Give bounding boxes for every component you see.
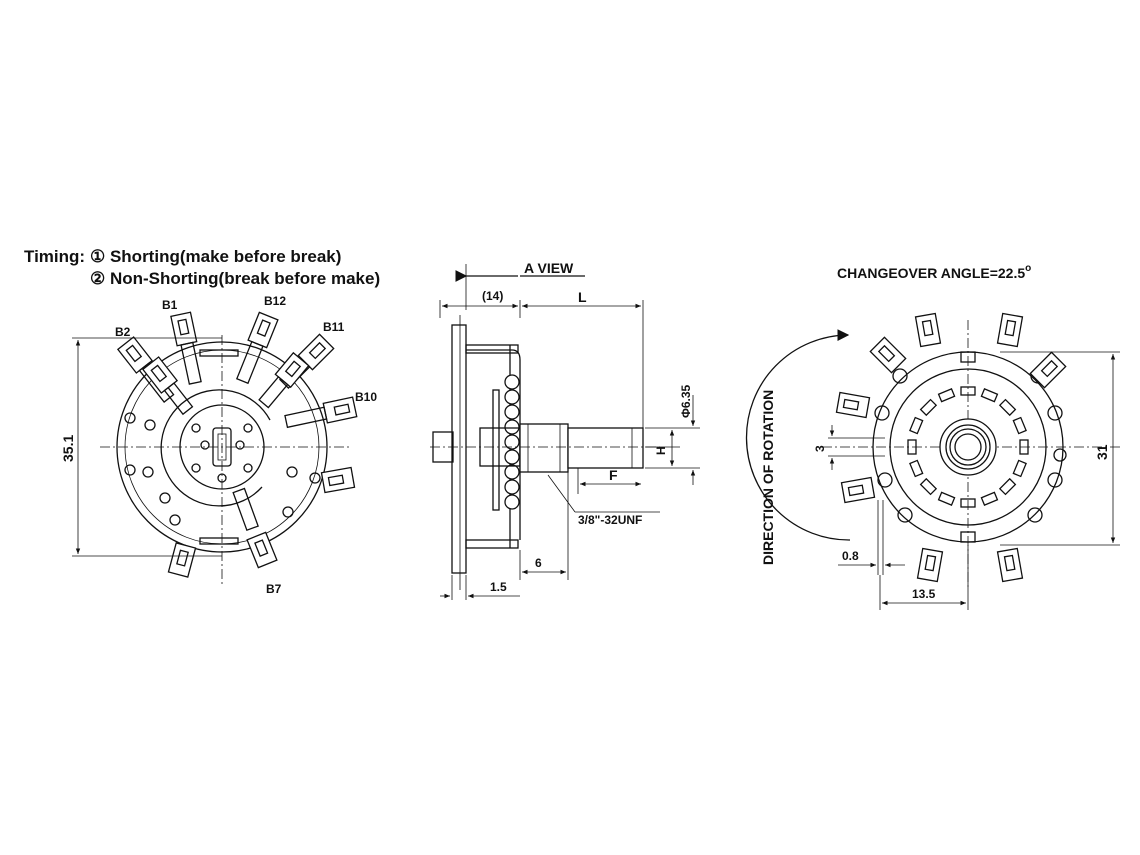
changeover-angle: CHANGEOVER ANGLE=22.5o [837, 263, 1031, 281]
left-inner-rotor [160, 389, 271, 507]
left-terminals [116, 311, 358, 578]
label-b2: B2 [115, 325, 131, 339]
dim-H: H [654, 446, 668, 455]
dim-14: (14) [482, 289, 503, 303]
label-b12: B12 [264, 294, 286, 308]
left-inner-hub [179, 404, 265, 490]
dim-L: L [578, 289, 587, 305]
left-outer-body [116, 341, 328, 553]
dim-31: 31 [1094, 444, 1110, 460]
a-view-label: A VIEW [524, 260, 574, 276]
dim-35-1: 35.1 [60, 435, 76, 462]
thread-label: 3/8"-32UNF [578, 513, 642, 527]
label-b1: B1 [162, 298, 178, 312]
dim-6: 6 [535, 556, 542, 570]
timing-legend: Timing: ① Shorting(make before break) ② … [24, 247, 380, 288]
timing-non-shorting: ② Non-Shorting(break before make) [90, 269, 380, 288]
label-b11: B11 [323, 320, 345, 334]
rotation-direction-label: DIRECTION OF ROTATION [760, 390, 776, 565]
right-holes [874, 368, 1067, 523]
label-b10: B10 [355, 390, 377, 404]
side-contact-stack [504, 374, 520, 510]
right-inner-ring [889, 368, 1047, 526]
left-holes [124, 412, 321, 526]
right-view: CHANGEOVER ANGLE=22.5o DIRECTION OF ROTA… [745, 263, 1120, 610]
dim-1-5: 1.5 [490, 580, 507, 594]
side-shaft [567, 427, 644, 469]
left-bottom-plate [199, 537, 239, 545]
side-bushing [519, 423, 569, 473]
side-mounting-plate [451, 324, 467, 574]
timing-prefix: Timing: [24, 247, 85, 266]
dim-F: F [609, 467, 618, 483]
right-slot-ring [907, 386, 1029, 508]
rotation-arrow [745, 329, 851, 541]
label-b7: B7 [266, 582, 282, 596]
right-hub [939, 418, 997, 476]
side-view: A VIEW (14) L [430, 260, 700, 600]
dim-0-8: 0.8 [842, 549, 859, 563]
left-shaft-slot [212, 427, 232, 467]
left-top-plate [199, 349, 239, 357]
right-terminals [835, 312, 1067, 583]
dim-phi-6-35: Φ6.35 [679, 384, 693, 418]
timing-shorting: ① Shorting(make before break) [90, 247, 341, 266]
left-view: B1 B2 B12 B11 B10 B7 35.1 [60, 294, 377, 596]
dim-13-5: 13.5 [912, 587, 936, 601]
dim-3: 3 [813, 445, 827, 452]
